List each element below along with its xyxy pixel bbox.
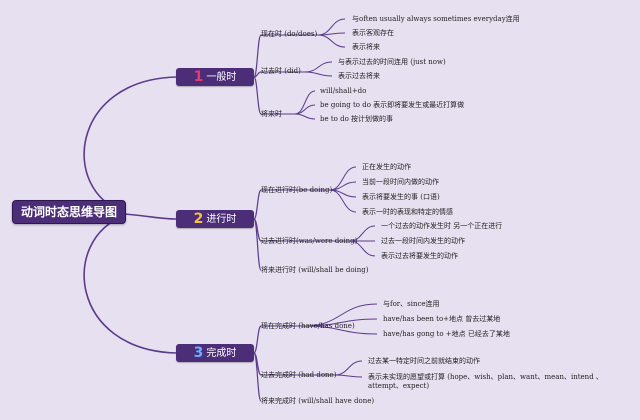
leaf-item: have/has been to+地点 曾去过某地 (383, 315, 501, 323)
leaf-item: 表示将要发生的事 (口语) (362, 193, 440, 201)
connector-sub-leaf (334, 360, 363, 376)
leaf-item: 表示将来 (352, 43, 380, 51)
leaf-item: 表示过去将来 (338, 72, 380, 80)
leaf-item: 正在发生的动作 (362, 163, 411, 171)
sub-simple-future[interactable]: 将来时 (261, 110, 282, 118)
connector-sub-leaf (304, 325, 378, 335)
leaf-item: 与for、since连用 (383, 300, 440, 308)
branch-number: 2 (193, 211, 204, 227)
branch-label: 进行时 (206, 214, 237, 225)
leaf-item: 当前一段时间内做的动作 (362, 178, 439, 186)
leaf-item: have/has gong to +地点 已经去了某地 (383, 330, 510, 338)
connector-sub-leaf (317, 34, 346, 48)
leaf-item: 一个过去的动作发生时 另一个正在进行 (381, 222, 503, 230)
sub-future-progressive[interactable]: 将来进行时 (will/shall be doing) (261, 266, 369, 274)
root-node[interactable]: 动词时态思维导图 (12, 200, 126, 224)
leaf-item: 过去某一特定时间之前就结束的动作 (368, 357, 480, 365)
sub-simple-past[interactable]: 过去时 (did) (261, 67, 301, 75)
connector-root-branch (83, 215, 177, 354)
leaf-item: 表示过去将要发生的动作 (381, 252, 458, 260)
connector-root-branch (83, 76, 177, 213)
sub-simple-present[interactable]: 现在时 (do/does) (261, 30, 318, 38)
connector-sub-leaf (304, 61, 333, 73)
leaf-item: 表示未实现的愿望或打算 (hope、wish、plan、want、mean、in… (368, 373, 603, 390)
branch-label: 一般时 (206, 72, 237, 83)
sub-past-progressive[interactable]: 过去进行时(was/were doing) (261, 237, 358, 245)
leaf-item: 过去一段时间内发生的动作 (381, 237, 465, 245)
connector-sub-leaf (329, 189, 357, 213)
connector-sub-leaf (294, 90, 316, 115)
connector-sub-leaf (304, 71, 333, 77)
leaf-item: 与表示过去的时间连用 (just now) (338, 58, 446, 66)
connector-root-branch (123, 213, 177, 220)
leaf-item: be going to do 表示即将要发生或最近打算做 (320, 101, 465, 109)
leaf-item: 与often usually always sometimes everyday… (352, 15, 520, 23)
sub-present-perfect[interactable]: 现在完成时 (have/has done) (261, 322, 355, 330)
leaf-item: be to do 按计划做的事 (320, 115, 394, 123)
connector-branch-sub (253, 218, 262, 271)
connector-branch-sub (253, 71, 262, 78)
connector-branch-sub (253, 189, 262, 220)
connector-sub-leaf (294, 113, 316, 120)
sub-past-perfect[interactable]: 过去完成时 (had done) (261, 371, 337, 379)
leaf-item: will/shall+do (320, 87, 367, 95)
branch-number: 3 (193, 345, 204, 361)
sub-future-perfect[interactable]: 将来完成时 (will/shall have done) (261, 397, 375, 405)
connector-sub-leaf (349, 240, 376, 257)
leaf-item: 表示客观存在 (352, 29, 394, 37)
connector-branch-sub (253, 352, 262, 402)
connector-branch-sub (253, 325, 262, 354)
leaf-item: 表示一时的表现和特定的情感 (362, 208, 453, 216)
connector-branch-sub (253, 76, 262, 115)
connector-sub-leaf (334, 374, 363, 378)
branch-number: 1 (193, 69, 204, 85)
connector-branch-sub (253, 34, 262, 78)
sub-present-progressive[interactable]: 现在进行时(be doing) (261, 186, 333, 194)
branch-label: 完成时 (206, 348, 237, 359)
